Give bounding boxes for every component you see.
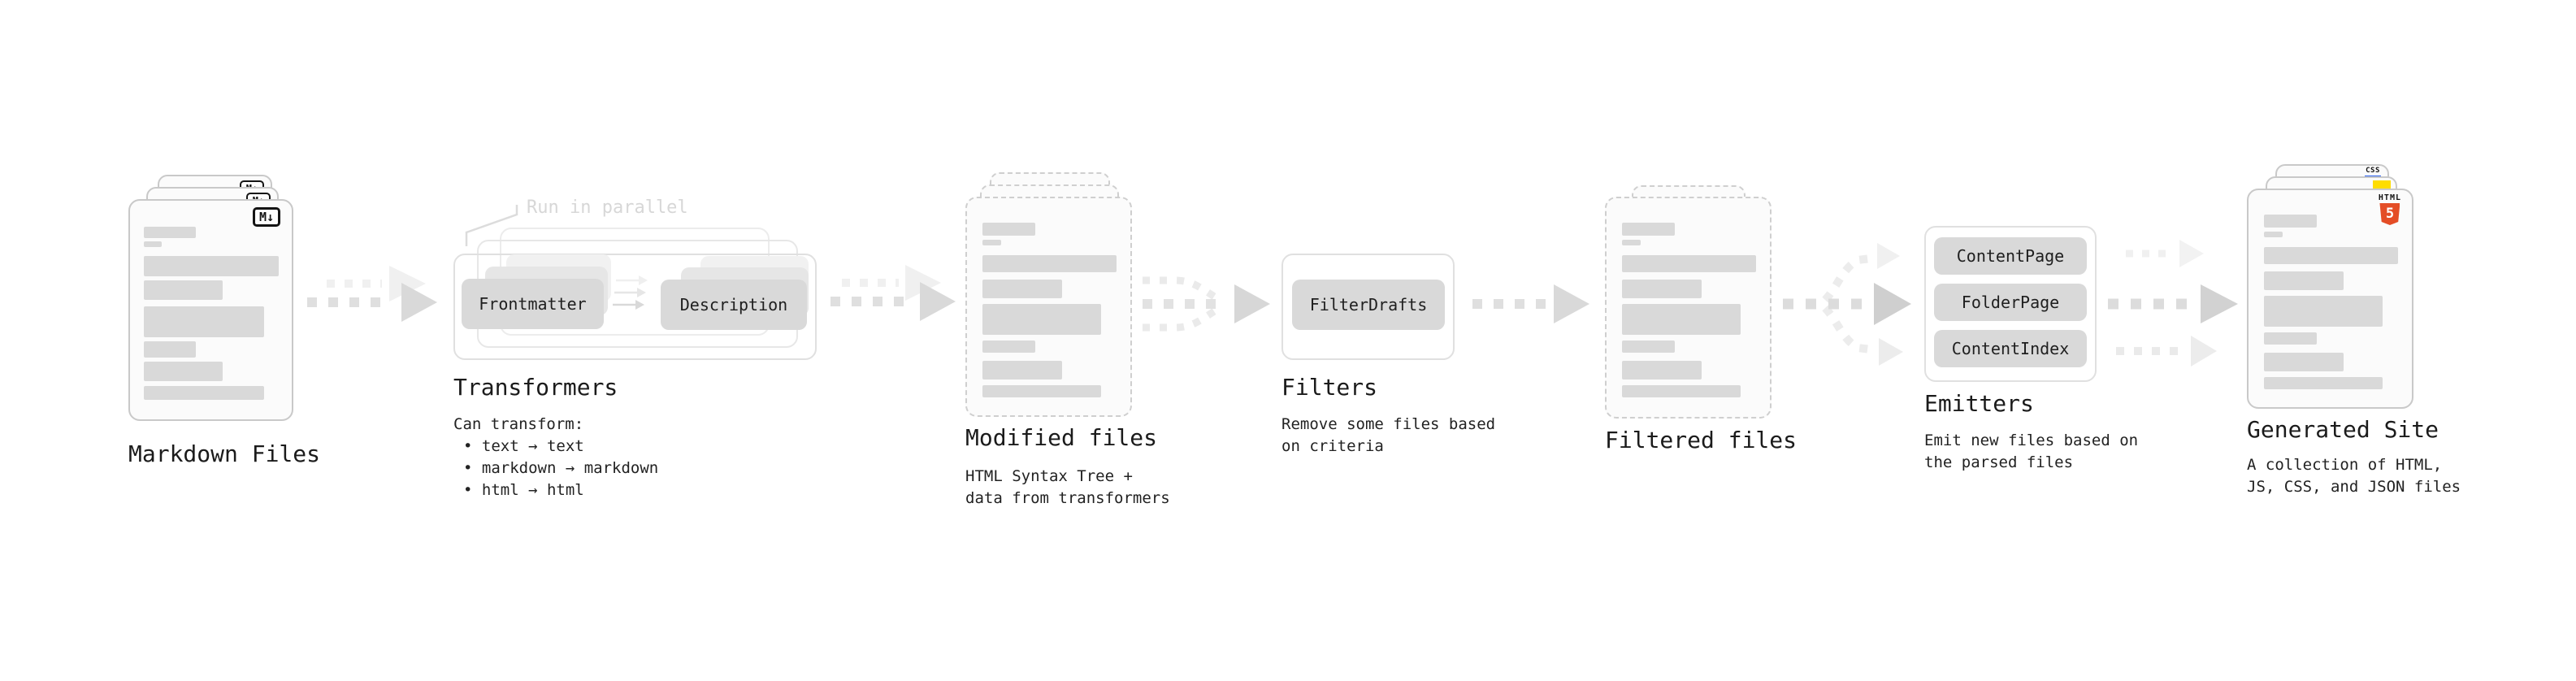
transformers-panel-front xyxy=(453,254,817,360)
arrow-filters-to-filtered xyxy=(1472,284,1589,323)
frontmatter-pill: Frontmatter xyxy=(462,279,604,329)
arrow-markdown-to-transformers xyxy=(307,266,437,322)
contentindex-pill: ContentIndex xyxy=(1934,330,2087,367)
folderpage-pill: FolderPage xyxy=(1934,284,2087,321)
arrow-emitters-to-generated xyxy=(2108,240,2238,367)
doc-bar xyxy=(2264,353,2344,371)
doc-bar xyxy=(2264,247,2398,264)
doc-bar xyxy=(982,385,1101,397)
doc-bar xyxy=(982,340,1035,353)
markdown-icon: M↓ xyxy=(253,207,280,227)
caption-line: data from transformers xyxy=(965,489,1170,507)
filters-caption: Remove some files based on criteria xyxy=(1281,414,1495,458)
doc-bar xyxy=(2264,332,2317,345)
doc-bar xyxy=(2264,377,2383,389)
modified-caption: HTML Syntax Tree + data from transformer… xyxy=(965,466,1170,510)
doc-bar xyxy=(2264,296,2383,327)
description-pill: Description xyxy=(661,280,807,330)
doc-bar xyxy=(144,362,223,381)
doc-bar xyxy=(144,227,196,238)
doc-bar xyxy=(2264,271,2344,290)
doc-bar xyxy=(1622,385,1741,397)
filterdrafts-pill: FilterDrafts xyxy=(1292,280,1445,330)
html5-icon-label: HTML xyxy=(2378,193,2401,202)
doc-bar xyxy=(1622,240,1641,245)
caption-bullet: • text → text xyxy=(463,437,584,455)
transformers-caption: Can transform: • text → text • markdown … xyxy=(453,414,658,501)
caption-line: Can transform: xyxy=(453,415,584,433)
caption-line: the parsed files xyxy=(1924,453,2074,471)
doc-bar xyxy=(2264,232,2283,237)
doc-bar xyxy=(1622,280,1702,298)
doc-bar xyxy=(982,240,1001,245)
caption-line: on criteria xyxy=(1281,437,1384,455)
modified-doc-front xyxy=(965,197,1132,417)
generated-caption: A collection of HTML, JS, CSS, and JSON … xyxy=(2247,454,2461,498)
doc-bar xyxy=(1622,223,1675,236)
stage-title-generated-site: Generated Site xyxy=(2247,416,2439,443)
arrow-filtered-to-emitters xyxy=(1783,243,1911,366)
emitters-panel xyxy=(1924,226,2097,382)
emitters-caption: Emit new files based on the parsed files xyxy=(1924,430,2138,474)
generated-doc-front: HTML 5 xyxy=(2247,189,2413,409)
doc-bar xyxy=(144,341,196,358)
caption-bullet: • markdown → markdown xyxy=(463,459,659,477)
filters-panel xyxy=(1281,254,1455,360)
run-in-parallel-annotation: Run in parallel xyxy=(527,197,688,218)
doc-bar xyxy=(982,223,1035,236)
stage-title-markdown-files: Markdown Files xyxy=(128,440,321,467)
caption-bullet: • html → html xyxy=(463,481,584,499)
stage-title-transformers: Transformers xyxy=(453,374,618,401)
caption-line: JS, CSS, and JSON files xyxy=(2247,478,2461,496)
stage-title-filtered-files: Filtered files xyxy=(1605,427,1798,453)
caption-line: A collection of HTML, xyxy=(2247,456,2443,474)
html5-icon-shield: 5 xyxy=(2379,203,2400,225)
caption-line: Remove some files based xyxy=(1281,415,1496,433)
doc-bar xyxy=(144,241,162,247)
html5-file-icon: HTML 5 xyxy=(2379,193,2401,225)
doc-bar xyxy=(144,306,264,337)
caption-line: Emit new files based on xyxy=(1924,432,2139,449)
doc-bar xyxy=(144,280,223,300)
stage-title-modified-files: Modified files xyxy=(965,424,1158,451)
doc-bar xyxy=(1622,340,1675,353)
doc-bar xyxy=(1622,361,1702,380)
doc-bar xyxy=(1622,255,1756,272)
html5-icon-number: 5 xyxy=(2385,206,2395,222)
contentpage-pill: ContentPage xyxy=(1934,237,2087,275)
markdown-doc-front: M↓ xyxy=(128,199,293,421)
caption-line: HTML Syntax Tree + xyxy=(965,467,1133,485)
arrow-modified-to-filters xyxy=(1143,276,1270,332)
doc-bar xyxy=(2264,215,2317,228)
stage-title-filters: Filters xyxy=(1281,374,1378,401)
doc-bar xyxy=(982,280,1062,298)
doc-bar xyxy=(144,386,264,400)
doc-bar xyxy=(144,256,279,276)
stage-title-emitters: Emitters xyxy=(1924,390,2034,417)
css-icon-label: CSS xyxy=(2366,167,2380,175)
arrow-transformers-to-modified xyxy=(830,265,956,321)
js-file-icon xyxy=(2373,180,2391,190)
doc-bar xyxy=(982,361,1062,380)
doc-bar xyxy=(982,255,1117,272)
filtered-doc-front xyxy=(1605,197,1772,419)
doc-bar xyxy=(982,304,1101,335)
doc-bar xyxy=(1622,304,1741,335)
